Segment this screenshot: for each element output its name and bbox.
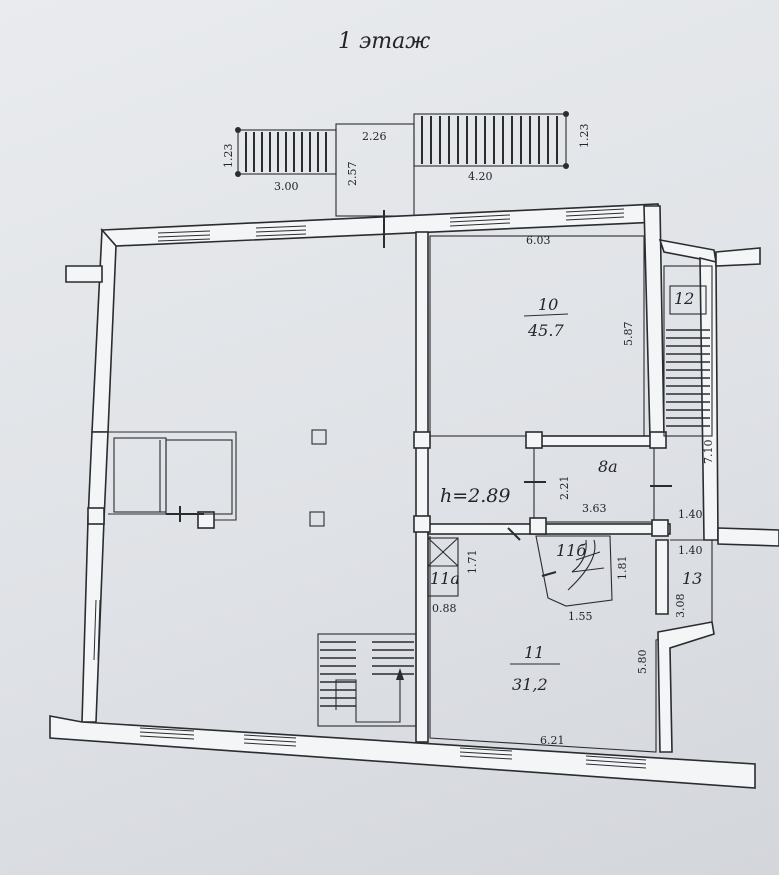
room10-number: 10	[538, 295, 558, 314]
dim-room11-h: 5.80	[636, 650, 649, 675]
dim-room10-w: 6.03	[526, 234, 551, 247]
dimension-labels: 1.23 1.23 2.26 2.57 3.00 4.20 6.03 5.87 …	[222, 124, 715, 748]
left-window	[93, 599, 101, 661]
dim-room11b-h: 1.81	[616, 556, 629, 581]
dim-room12-w2: 1.40	[678, 544, 703, 557]
spiral-stair-11b	[535, 535, 613, 607]
room13-label: 13	[682, 569, 702, 588]
door-marks	[166, 210, 672, 577]
dim-room8a-h: 2.21	[558, 476, 571, 501]
dim-room11b-w: 1.55	[568, 610, 593, 623]
hall-stairs	[317, 633, 417, 727]
dim-porch-left-w: 3.00	[274, 180, 299, 193]
room-labels: 10 45.7 8а 11 31,2 11а 11б 12 13	[430, 289, 702, 694]
porch-right-stairs	[413, 113, 567, 167]
room12-label: 12	[674, 289, 694, 308]
room11-area: 31,2	[512, 675, 548, 694]
room-11a-box	[427, 537, 459, 597]
dim-porch-left-h: 1.23	[222, 144, 235, 169]
dim-room11-w: 6.21	[540, 734, 565, 747]
dim-room11a-h: 1.71	[466, 550, 479, 575]
dim-room10-h: 5.87	[622, 322, 635, 347]
room11-number: 11	[524, 643, 544, 662]
dim-porch-right-h: 1.23	[578, 124, 591, 149]
dim-room13-h: 3.08	[674, 594, 687, 619]
room8a-label: 8а	[598, 457, 618, 476]
outer-walls	[49, 203, 779, 789]
dim-room8a-w: 3.63	[582, 502, 607, 515]
room11a-label: 11а	[430, 569, 460, 588]
ceiling-height: h=2.89	[440, 485, 510, 507]
bottom-windows	[139, 727, 647, 769]
room11b-label: 11б	[556, 541, 586, 560]
dim-room11a-w: 0.88	[432, 602, 457, 615]
porch-landing	[335, 123, 415, 217]
dim-room12-w1: 1.40	[678, 508, 703, 521]
interior-walls	[87, 231, 715, 753]
dim-room12-h: 7.10	[702, 440, 715, 465]
stair-12	[663, 265, 713, 437]
room10-area: 45.7	[527, 321, 564, 340]
floor-title: 1 этаж	[338, 29, 430, 54]
hall-utility-rooms	[108, 431, 237, 521]
dim-porch-mid-d: 2.57	[346, 162, 359, 187]
entrance-porch	[235, 111, 569, 217]
dim-porch-mid-w: 2.26	[362, 130, 387, 143]
top-windows	[157, 208, 625, 242]
dim-porch-right-w: 4.20	[468, 170, 493, 183]
